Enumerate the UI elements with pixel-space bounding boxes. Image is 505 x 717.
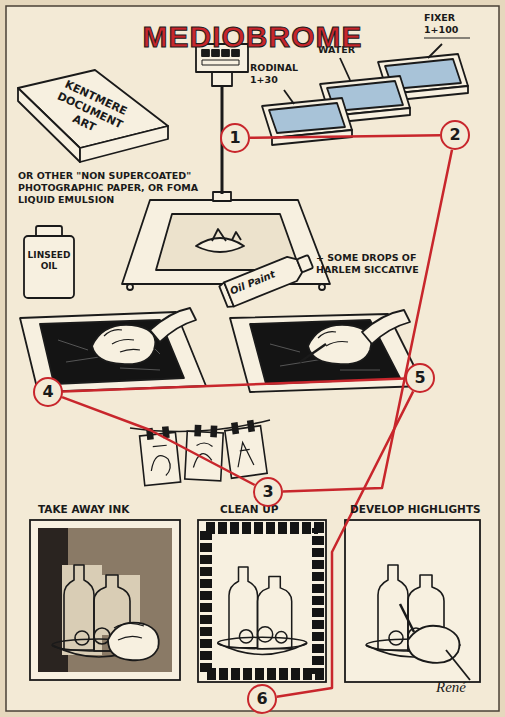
oil-paint-tube (297, 255, 313, 272)
drying-line (130, 420, 270, 486)
drying-line (147, 429, 153, 439)
step-number: 4 (42, 384, 53, 400)
enlarger (202, 60, 239, 65)
develop-highlights-panel (446, 650, 470, 680)
developing-trays (272, 130, 352, 145)
enlarger (196, 238, 244, 252)
drying-line (225, 426, 267, 479)
step-number: 2 (449, 127, 460, 143)
oil-paint-scene (318, 332, 348, 346)
enlarger (212, 72, 232, 86)
oil-paint-tube (224, 254, 304, 307)
step-circle: 6 (247, 684, 277, 714)
developing-trays (428, 44, 442, 58)
drying-line (185, 425, 224, 481)
paper-box (18, 70, 168, 162)
drying-line (149, 445, 171, 477)
annotation-label: DEVELOP HIGHLIGHTS (350, 503, 500, 516)
ink-rubbing-scene (104, 330, 140, 352)
oil-paint-scene (308, 325, 371, 364)
annotation-label: RODINAL 1+30 (250, 62, 304, 86)
drying-line (140, 432, 181, 485)
linseed-oil-bottle (24, 236, 74, 298)
oil-paint-scene (300, 344, 326, 362)
annotation-label: OR OTHER "NON SUPERCOATED" PHOTOGRAPHIC … (18, 170, 223, 206)
connector-line (63, 379, 405, 392)
take-away-ink-panel (30, 520, 180, 680)
develop-highlights-panel (345, 520, 480, 682)
ink-rubbing-scene (150, 308, 196, 342)
title: MEDIOBROME (0, 20, 505, 54)
drying-line (232, 423, 238, 434)
connector-line (277, 391, 413, 696)
enlarger (122, 44, 330, 290)
step-circle: 4 (33, 377, 63, 407)
enlarger (212, 229, 241, 241)
connector-line (62, 397, 255, 485)
clean-up-panel (198, 520, 326, 682)
annotation-label: + SOME DROPS OF HARLEM SICCATIVE (316, 252, 448, 276)
take-away-ink-panel (108, 623, 159, 661)
ink-rubbing-scene (92, 325, 155, 364)
drying-line (193, 442, 212, 468)
drying-line (235, 441, 254, 467)
step-number: 3 (262, 484, 273, 500)
step-circle: 2 (440, 120, 470, 150)
drying-line (139, 426, 181, 485)
step-circle: 5 (405, 363, 435, 393)
paper-sheet (6, 6, 499, 711)
annotation-label: LINSEED OIL (26, 250, 72, 273)
step-circle: 3 (253, 477, 283, 507)
developing-trays (284, 90, 294, 104)
take-away-ink-panel (30, 520, 180, 680)
oil-paint-tube (219, 249, 316, 308)
step-number: 6 (256, 691, 267, 707)
step-circle: 1 (220, 123, 250, 153)
annotation-label: TAKE AWAY INK (38, 503, 188, 516)
clean-up-panel (198, 520, 326, 682)
clean-up-panel (218, 567, 307, 654)
drying-line (224, 420, 267, 478)
step-number: 5 (414, 370, 425, 386)
drying-line (185, 431, 223, 481)
develop-highlights-panel (345, 520, 480, 682)
connector-line (250, 135, 440, 138)
drying-line (211, 426, 217, 436)
drying-line (163, 427, 169, 437)
annotation-label: FIXER 1+100 (424, 12, 472, 36)
developing-trays (340, 58, 350, 80)
connector-line (283, 150, 452, 492)
enlarger (127, 284, 133, 290)
develop-highlights-panel (400, 604, 414, 632)
drying-line (195, 426, 201, 436)
enlarger (319, 284, 325, 290)
step-number: 1 (229, 130, 240, 146)
drying-line (248, 421, 254, 432)
linseed-oil-bottle (24, 226, 74, 298)
take-away-ink-panel (114, 623, 144, 640)
oil-paint-scene (230, 310, 424, 392)
oil-paint-scene (362, 310, 410, 344)
clean-up-panel (206, 528, 318, 674)
take-away-ink-panel (38, 528, 172, 672)
signature: René (436, 678, 498, 697)
developing-trays (424, 37, 470, 38)
developing-trays (262, 38, 470, 145)
developing-trays (269, 103, 345, 133)
